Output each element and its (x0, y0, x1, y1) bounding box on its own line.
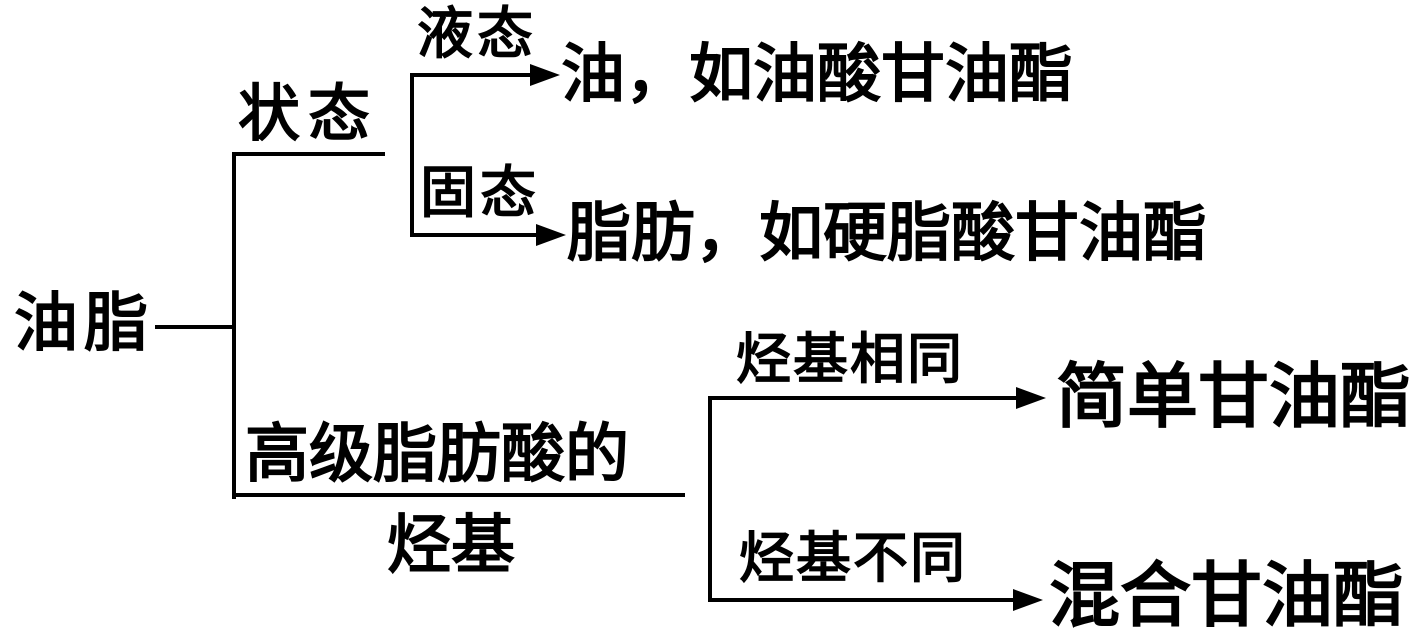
different-arrow-line (708, 598, 1015, 602)
branch-acid-label-line1: 高级脂肪酸的 (245, 419, 629, 490)
root-label: 油脂 (14, 288, 154, 359)
liquid-arrow-line (410, 73, 532, 77)
main-bracket-line (232, 152, 236, 499)
result-fat-label: 脂肪，如硬脂酸甘油酯 (567, 198, 1207, 269)
condition-solid-label: 固态 (420, 163, 540, 225)
branch-acid-underline (232, 493, 685, 497)
condition-liquid-label: 液态 (417, 4, 537, 66)
same-arrow-line (708, 396, 1018, 400)
different-arrowhead-icon (1013, 589, 1043, 611)
branch-state-underline (232, 152, 385, 156)
liquid-arrowhead-icon (530, 64, 560, 86)
result-oil-label: 油，如油酸甘油酯 (561, 39, 1073, 110)
branch-acid-label-line2: 烃基 (387, 510, 515, 581)
solid-arrowhead-icon (536, 224, 566, 246)
solid-arrow-line (410, 233, 538, 237)
root-connector-line (155, 325, 235, 329)
result-simple-glyceride-label: 简单甘油酯 (1056, 359, 1412, 437)
condition-different-label: 烃基不同 (739, 528, 968, 589)
same-arrowhead-icon (1016, 387, 1046, 409)
condition-same-label: 烃基相同 (736, 329, 965, 390)
acid-sub-bracket-line (708, 396, 712, 602)
branch-state-label: 状态 (238, 81, 379, 149)
state-sub-bracket-line (410, 73, 414, 237)
result-mixed-glyceride-label: 混合甘油酯 (1049, 558, 1405, 636)
